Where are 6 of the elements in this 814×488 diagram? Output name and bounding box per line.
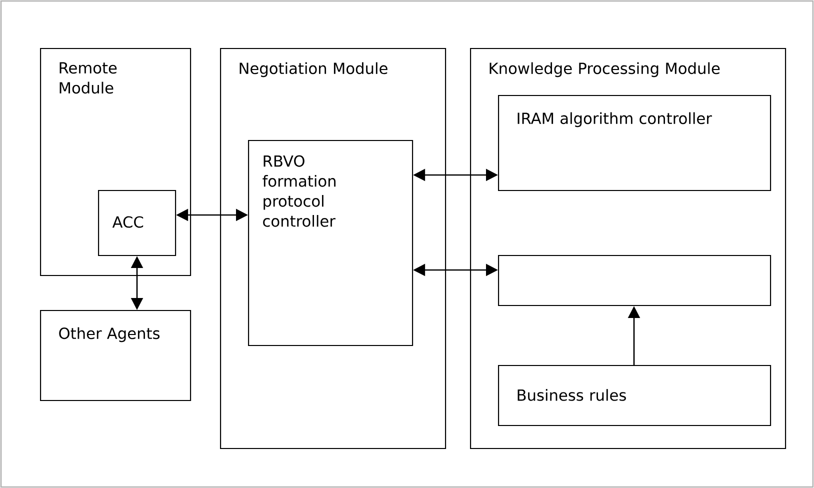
controller-box: IRAM algorithm controller (498, 94, 772, 192)
component-box: ACC (98, 190, 176, 256)
agent-box: Other Agents (40, 310, 192, 402)
rules-box: Business rules (498, 364, 772, 426)
engine-box (498, 254, 772, 306)
controller-box: RBVO formation protocol controller (248, 140, 414, 346)
